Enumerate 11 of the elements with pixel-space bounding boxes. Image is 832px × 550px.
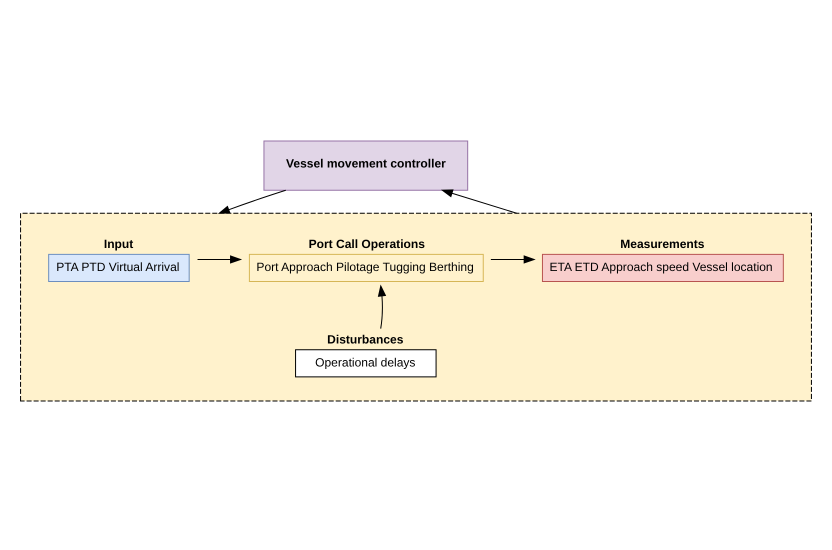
arrow: [490, 255, 536, 264]
arrow: [378, 284, 386, 329]
node-label: Port Call Operations: [308, 237, 425, 251]
cluster: [20, 212, 812, 402]
node-box: Vessel movement controller: [263, 140, 468, 191]
node-label: Disturbances: [327, 332, 404, 346]
node-label: Input: [104, 237, 134, 251]
arrow: [218, 190, 286, 214]
node-label: Measurements: [620, 237, 705, 251]
arrow: [440, 189, 517, 214]
arrow: [198, 255, 242, 264]
